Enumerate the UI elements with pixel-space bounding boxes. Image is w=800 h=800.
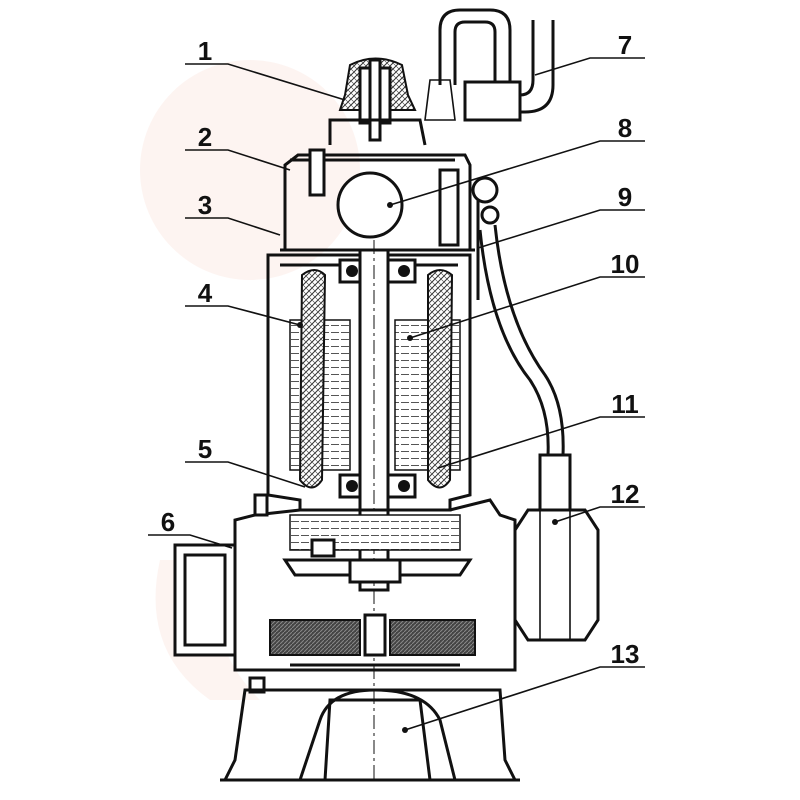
callout-dots	[297, 202, 558, 733]
callout-8: 8	[618, 113, 632, 143]
callout-10-leader	[409, 276, 645, 339]
callout-13: 13	[611, 639, 640, 669]
callout-7-leader	[534, 57, 645, 76]
callout-5: 5	[198, 434, 212, 464]
callout-13-leader	[404, 666, 645, 731]
callout-4: 4	[198, 278, 213, 308]
callout-7: 7	[618, 30, 632, 60]
callout-2-leader	[185, 149, 291, 171]
callout-1-leader	[185, 63, 346, 101]
callout-6: 6	[161, 507, 175, 537]
callout-2: 2	[198, 122, 212, 152]
callouts	[148, 57, 645, 731]
callout-11: 11	[611, 389, 639, 419]
callout-11-leader	[437, 416, 645, 469]
callout-8-leader	[389, 140, 645, 206]
callout-10: 10	[611, 249, 640, 279]
callout-labels: 1 2 3 4 5 6 7 8 9 10 11 12 13	[161, 30, 640, 669]
pump-casing	[173, 493, 517, 694]
callout-5-leader	[185, 461, 306, 488]
callout-9: 9	[618, 182, 632, 212]
callout-12: 12	[611, 479, 640, 509]
callout-3-leader	[185, 217, 281, 236]
callout-6-leader	[148, 534, 233, 549]
callout-4-leader	[185, 305, 301, 326]
callout-1: 1	[198, 36, 212, 66]
float-switch	[513, 453, 600, 642]
base-stand	[220, 688, 520, 782]
callout-3: 3	[198, 190, 212, 220]
callout-12-leader	[554, 506, 645, 523]
callout-9-leader	[477, 209, 645, 249]
discharge-pipe	[424, 8, 555, 122]
cable	[478, 224, 565, 456]
